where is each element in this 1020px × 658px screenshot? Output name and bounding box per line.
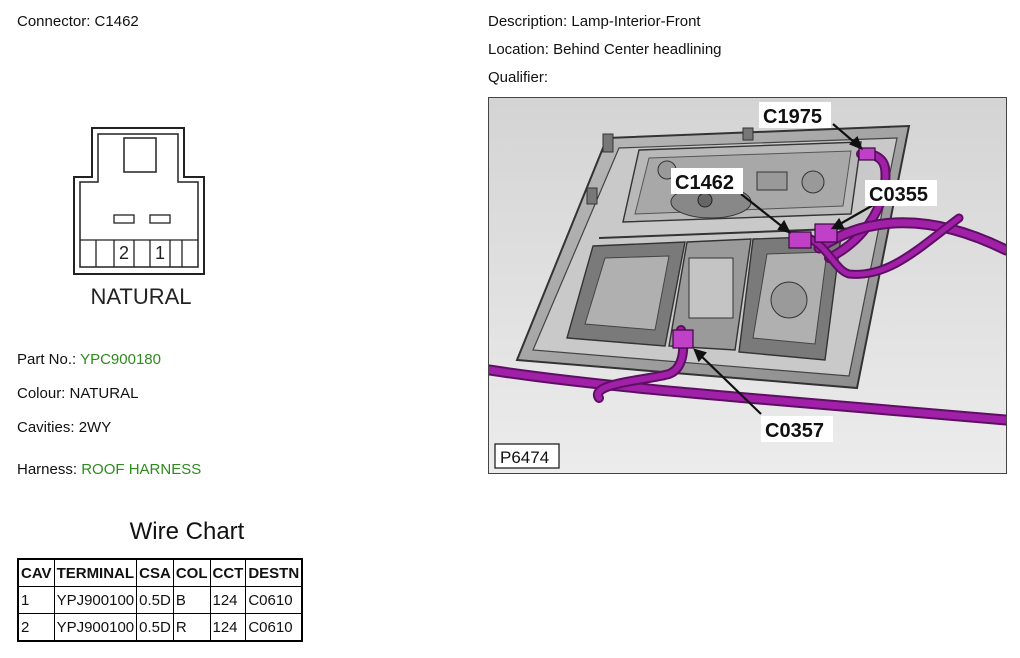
part-number-label: Part No.: — [17, 351, 77, 368]
location-value: Behind Center headlining — [553, 41, 722, 58]
callout-c1975: C1975 — [763, 106, 822, 128]
connector-face-diagram: 2 1 NATURAL — [73, 127, 205, 309]
colour-line: Colour: NATURAL — [17, 385, 138, 403]
cavities-line: Cavities: 2WY — [17, 419, 111, 437]
description-line: Description: Lamp-Interior-Front — [488, 13, 701, 31]
connector-c0357-body — [672, 329, 694, 349]
harness-link[interactable]: ROOF HARNESS — [81, 461, 202, 478]
callout-c1462: C1462 — [675, 172, 734, 194]
header-cav: CAV — [17, 558, 55, 587]
connector-label: Connector: — [17, 13, 91, 30]
connector-c1975-body — [858, 147, 876, 161]
cell-terminal: YPJ900100 — [53, 586, 138, 614]
cell-cav: 1 — [17, 586, 55, 614]
cell-col: R — [172, 613, 211, 642]
callout-c0355: C0355 — [869, 184, 928, 206]
cell-cct: 124 — [209, 613, 247, 642]
header-col: COL — [172, 558, 211, 587]
lamp-housing-illustration: C1975 C1462 C0355 C0357 P6474 — [489, 98, 1006, 473]
qualifier-line: Qualifier: — [488, 69, 548, 87]
wire-chart-title: Wire Chart — [129, 518, 245, 545]
cavities-label: Cavities: — [17, 419, 75, 436]
cell-cct: 124 — [209, 586, 247, 614]
header-csa: CSA — [136, 558, 174, 587]
connector-c1462-body — [788, 231, 812, 249]
description-value: Lamp-Interior-Front — [571, 13, 701, 30]
connector-color-label: NATURAL — [90, 284, 191, 309]
cell-cav: 2 — [17, 613, 55, 642]
table-row: 2 YPJ900100 0.5D R 124 C0610 — [17, 613, 303, 642]
qualifier-label: Qualifier: — [488, 69, 549, 86]
cell-col: B — [172, 586, 211, 614]
figure-id: P6474 — [500, 448, 549, 467]
table-row: 1 YPJ900100 0.5D B 124 C0610 — [17, 586, 303, 614]
header-cct: CCT — [209, 558, 247, 587]
cell-csa: 0.5D — [136, 586, 174, 614]
part-number-line: Part No.: YPC900180 — [17, 351, 161, 369]
cell-terminal: YPJ900100 — [53, 613, 138, 642]
header-destn: DESTN — [245, 558, 303, 587]
callout-c0357: C0357 — [765, 420, 824, 442]
location-photo: C1975 C1462 C0355 C0357 P6474 — [488, 97, 1007, 474]
cavities-value: 2WY — [78, 419, 112, 436]
pin-2-label: 2 — [119, 243, 129, 263]
cell-csa: 0.5D — [136, 613, 174, 642]
cell-destn: C0610 — [245, 586, 303, 614]
header-terminal: TERMINAL — [53, 558, 138, 587]
description-label: Description: — [488, 13, 568, 30]
harness-line: Harness: ROOF HARNESS — [17, 461, 201, 479]
location-label: Location: — [488, 41, 549, 58]
colour-label: Colour: — [17, 385, 66, 402]
connector-value: C1462 — [94, 13, 139, 30]
wire-chart-table: CAV TERMINAL CSA COL CCT DESTN 1 YPJ9001… — [17, 558, 304, 642]
harness-label: Harness: — [17, 461, 78, 478]
connector-line: Connector: C1462 — [17, 13, 139, 31]
pin-1-label: 1 — [155, 243, 165, 263]
part-number-link[interactable]: YPC900180 — [80, 351, 161, 368]
cell-destn: C0610 — [245, 613, 303, 642]
table-header-row: CAV TERMINAL CSA COL CCT DESTN — [17, 558, 303, 587]
location-line: Location: Behind Center headlining — [488, 41, 722, 59]
colour-value: NATURAL — [69, 385, 139, 402]
